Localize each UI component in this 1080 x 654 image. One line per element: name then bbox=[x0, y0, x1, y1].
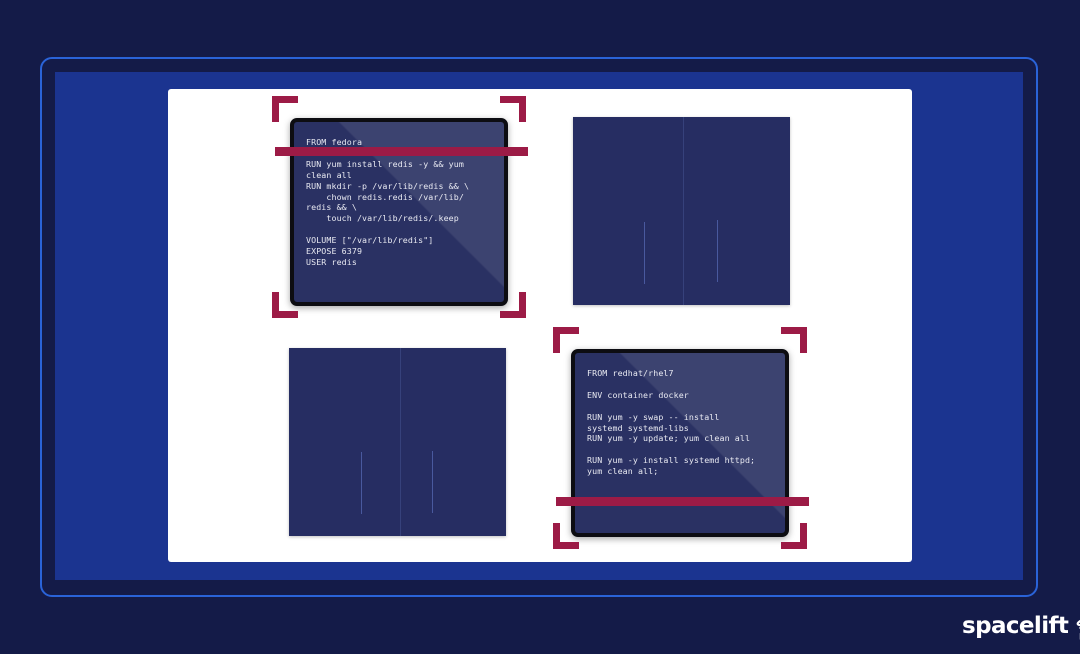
blank-panel-top-right bbox=[573, 117, 790, 305]
panel-tick-left bbox=[644, 222, 645, 284]
panel-tick-left bbox=[361, 452, 362, 514]
spacelift-logo: spacelift bbox=[962, 611, 1080, 641]
code-window-rhel7: FROM redhat/rhel7 ENV container docker R… bbox=[571, 349, 789, 537]
outer-frame-outline bbox=[40, 57, 1038, 597]
white-content-card bbox=[168, 89, 912, 562]
corner-bracket-bottom-right-rhel7 bbox=[781, 523, 807, 549]
spacelift-wordmark: spacelift bbox=[962, 613, 1069, 639]
dockerfile-rhel7-code: FROM redhat/rhel7 ENV container docker R… bbox=[587, 368, 756, 477]
blank-panel-bottom-left bbox=[289, 348, 506, 536]
corner-bracket-bottom-left-fedora bbox=[272, 292, 298, 318]
spacelift-planet-astronaut-icon bbox=[1076, 614, 1080, 629]
corner-bracket-top-left-rhel7 bbox=[553, 327, 579, 353]
corner-bracket-top-right-rhel7 bbox=[781, 327, 807, 353]
corner-bracket-top-right-fedora bbox=[500, 96, 526, 122]
accent-strike-bar-rhel7 bbox=[556, 497, 809, 506]
corner-bracket-bottom-left-rhel7 bbox=[553, 523, 579, 549]
panel-divider-line bbox=[400, 348, 401, 536]
corner-bracket-top-left-fedora bbox=[272, 96, 298, 122]
panel-tick-right bbox=[717, 220, 718, 282]
panel-tick-right bbox=[432, 451, 433, 513]
panel-divider-line bbox=[683, 117, 684, 305]
dockerfile-fedora-code: FROM fedora RUN yum install redis -y && … bbox=[306, 137, 470, 267]
accent-strike-bar-fedora bbox=[275, 147, 528, 156]
corner-bracket-bottom-right-fedora bbox=[500, 292, 526, 318]
